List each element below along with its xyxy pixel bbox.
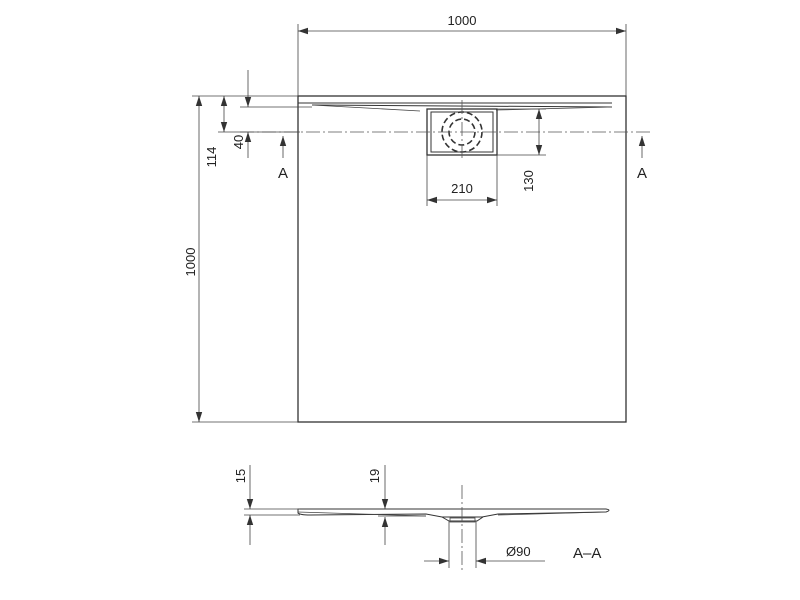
- dim-114-label: 114: [204, 147, 219, 168]
- drain-section-body: [441, 516, 484, 522]
- dim-height-label: 1000: [183, 248, 198, 277]
- tray-section-bottom-right: [497, 511, 607, 516]
- dim-19-label: 19: [367, 469, 382, 483]
- section-label: A–A: [573, 545, 601, 562]
- section-marker-left: A: [278, 165, 288, 182]
- dim-210-label: 210: [451, 181, 473, 196]
- tray-section-bottom: [297, 511, 427, 517]
- section-view: 15 19 Ø90 A–A: [233, 465, 610, 570]
- dim-130-label: 130: [521, 170, 536, 192]
- drain-channel-edge-4: [495, 106, 613, 111]
- drain-channel-edge-3: [311, 104, 421, 112]
- dim-15-label: 15: [233, 469, 248, 483]
- plan-view: 1000 1000 114 40 A A 210 130: [183, 13, 652, 423]
- dim-40-label: 40: [231, 135, 246, 149]
- drain-outlet: [449, 517, 476, 523]
- shower-tray-outline: [297, 95, 627, 423]
- dim-diameter-label: Ø90: [506, 544, 531, 559]
- dim-width-label: 1000: [448, 13, 477, 28]
- section-marker-right: A: [637, 165, 647, 182]
